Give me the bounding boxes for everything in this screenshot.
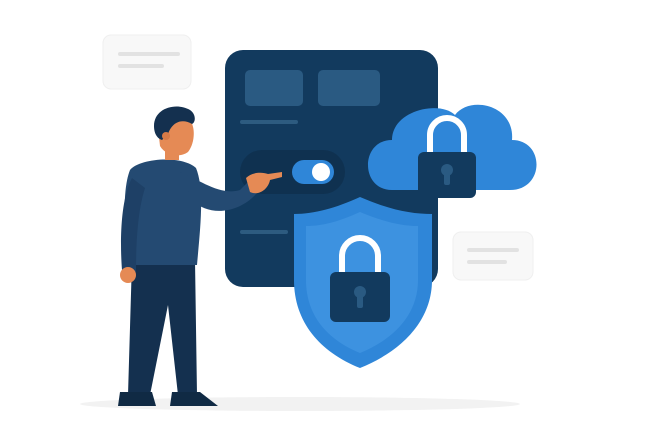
person-hand-right — [246, 172, 282, 194]
person-arm-left — [121, 178, 145, 272]
person-torso — [124, 159, 202, 265]
person-hand-left — [120, 267, 136, 283]
person-shoe-left — [118, 392, 156, 406]
panel-block-2 — [318, 70, 380, 106]
panel-line-1 — [240, 120, 298, 124]
toggle-knob — [312, 163, 330, 181]
panel-line-2 — [240, 230, 288, 234]
cloud-lock-icon — [368, 104, 537, 198]
message-card-right — [452, 231, 534, 281]
person-shoe-right — [170, 392, 218, 406]
person-figure — [118, 106, 282, 406]
shield-lock-icon — [294, 197, 432, 368]
message-card-top-left — [102, 34, 192, 90]
person-arm-right — [180, 172, 256, 211]
person-hair — [154, 106, 195, 140]
toggle-switch[interactable] — [292, 160, 334, 184]
person-legs — [128, 260, 197, 395]
person-ear — [162, 132, 170, 140]
panel-block-1 — [245, 70, 303, 106]
